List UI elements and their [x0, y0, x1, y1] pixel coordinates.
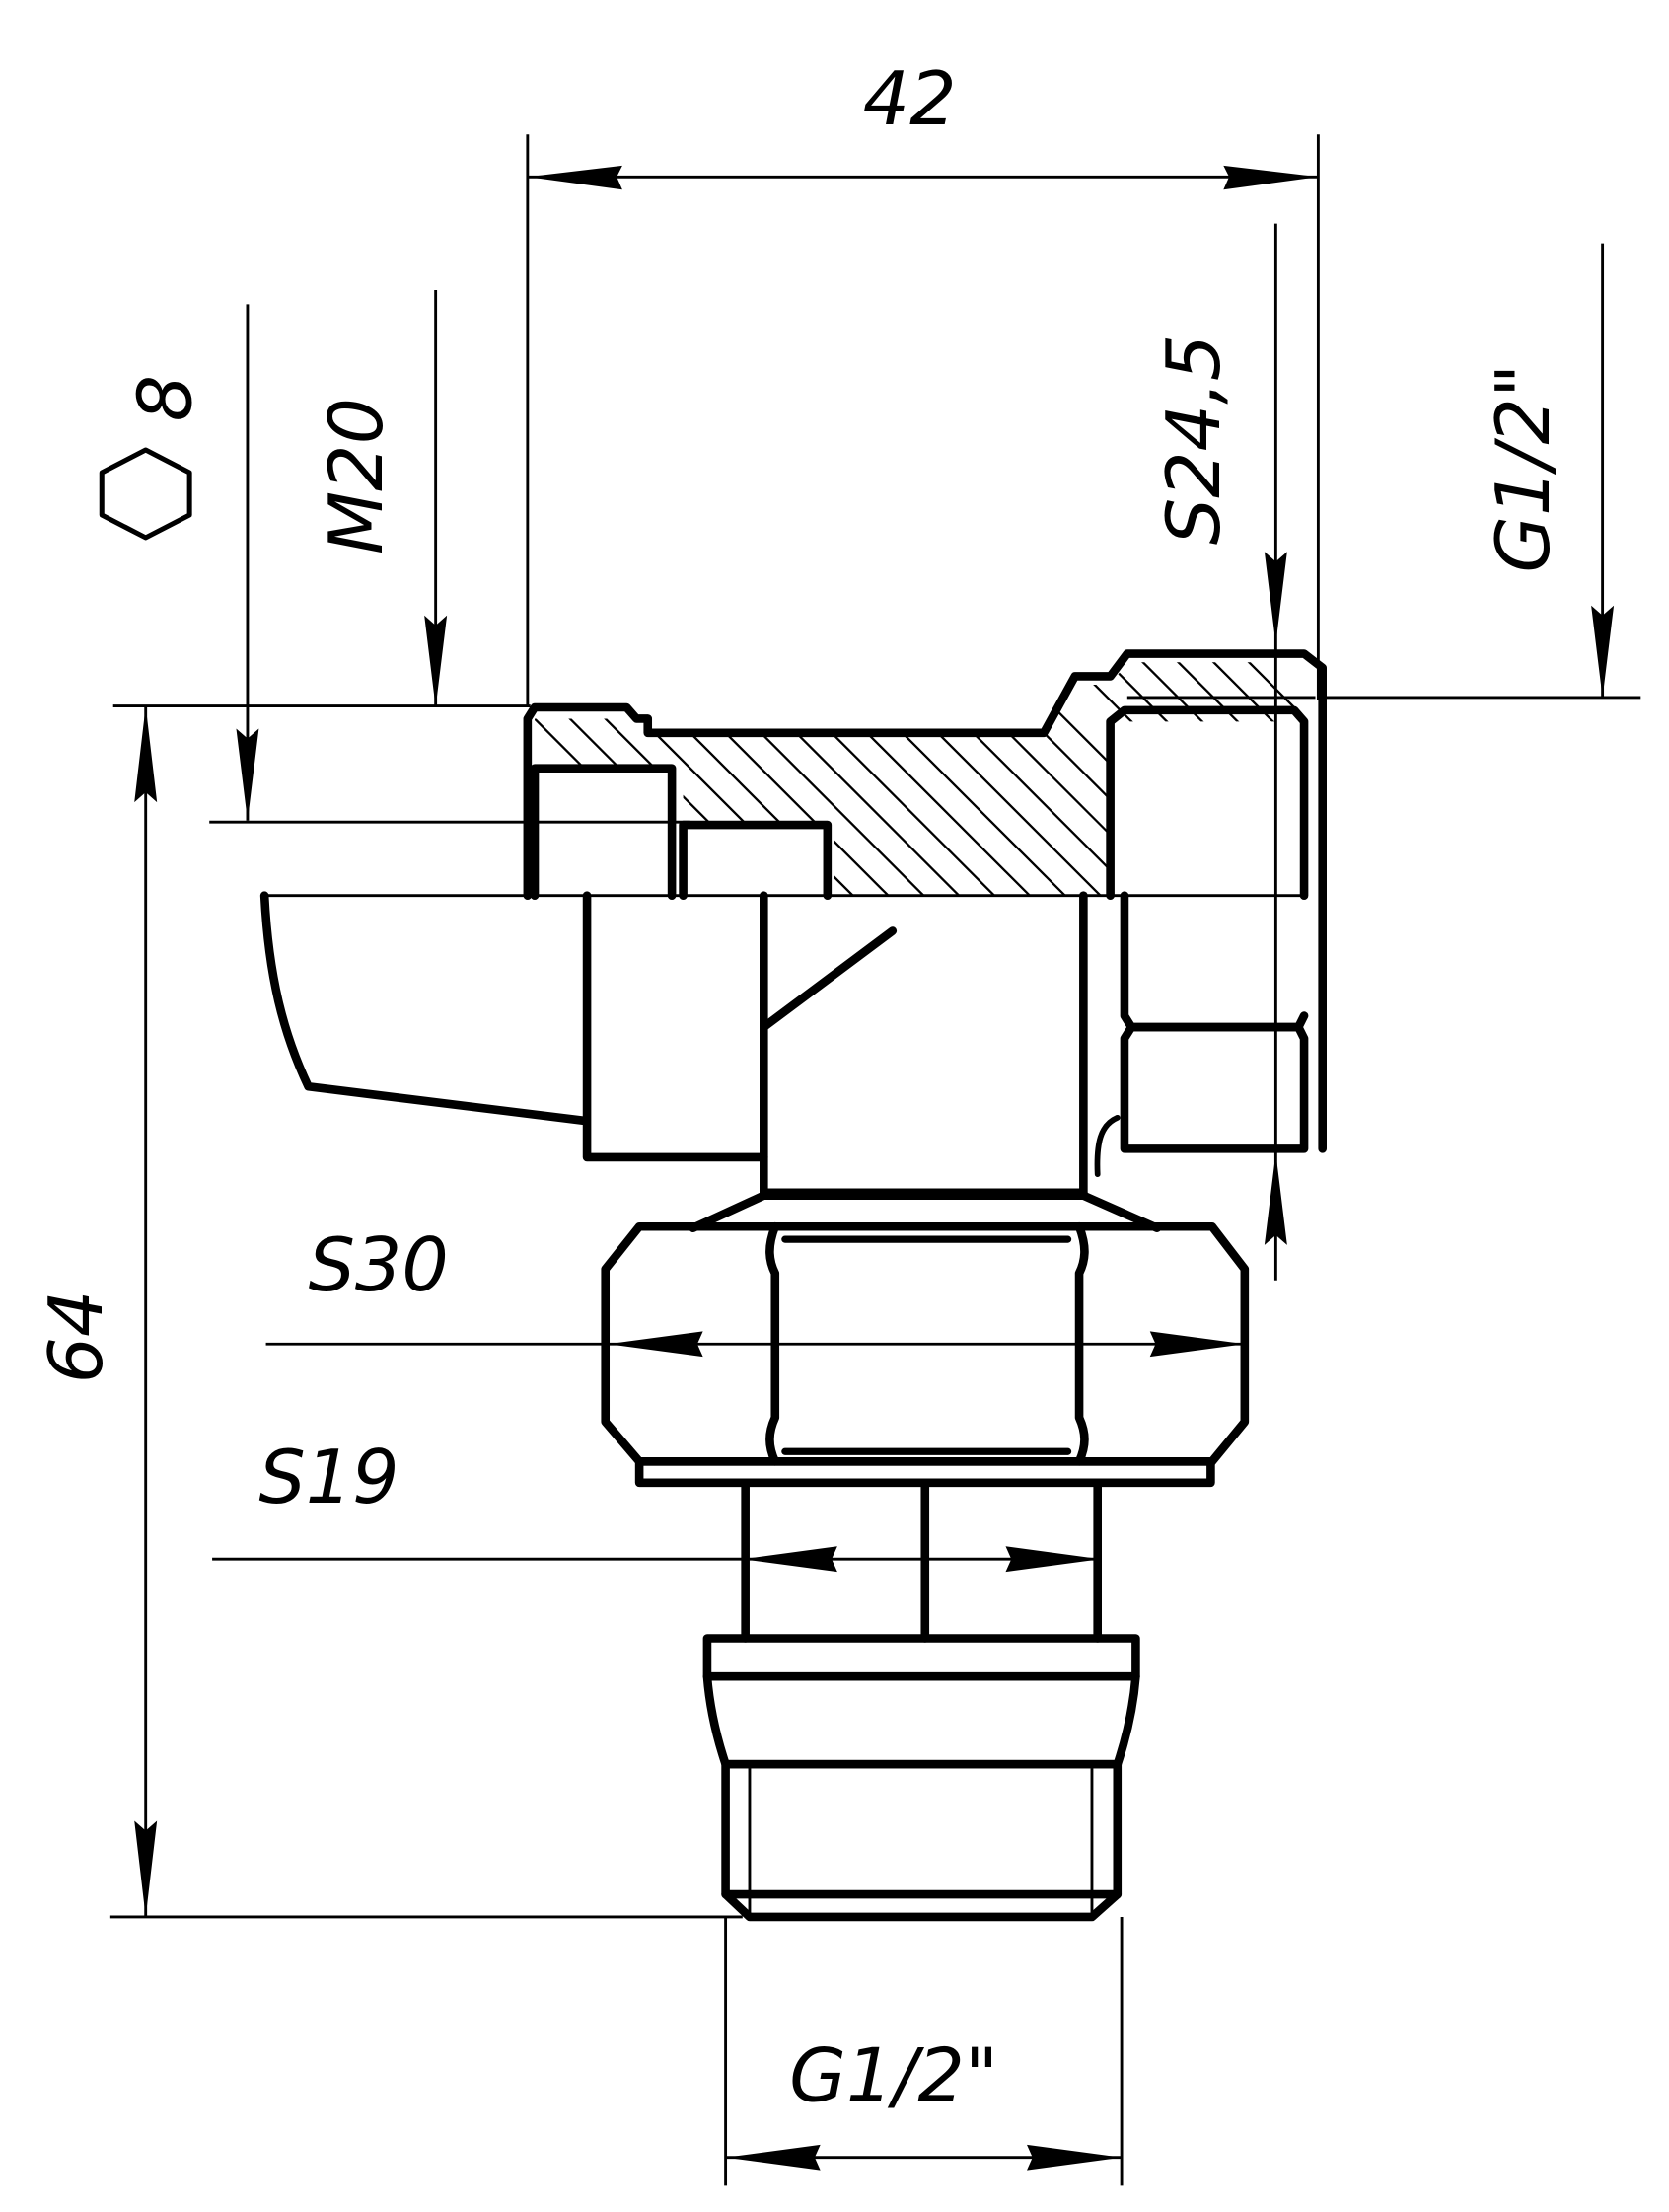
hexagon-icon: [99, 447, 192, 541]
label-g12-side: G1/2": [1481, 364, 1566, 573]
dim-hex-socket: 8: [99, 304, 259, 821]
label-g12-bottom: G1/2": [789, 2032, 998, 2118]
label-64: 64: [34, 1290, 119, 1384]
label-s19: S19: [258, 1435, 399, 1520]
dim-side-thread: G1/2": [1322, 243, 1641, 700]
dim-body-nut-wrench: S30: [265, 1222, 1245, 1358]
label-42: 42: [863, 56, 957, 142]
dim-handle-thread: M20: [314, 289, 448, 707]
dim-overall-width: 42: [526, 56, 1320, 707]
dim-tail-wrench: S19: [212, 1435, 1101, 1573]
label-hex-8: 8: [123, 375, 209, 421]
valve-body-outline: [259, 649, 1327, 1922]
dim-union-wrench: S24,5: [1151, 223, 1287, 1281]
dim-overall-height: 64: [34, 704, 743, 1919]
label-s30: S30: [309, 1222, 449, 1308]
dim-bottom-thread: G1/2": [724, 1916, 1124, 2186]
section-hatching: [535, 662, 1323, 896]
label-s24-5: S24,5: [1151, 334, 1237, 545]
label-m20: M20: [314, 398, 399, 554]
